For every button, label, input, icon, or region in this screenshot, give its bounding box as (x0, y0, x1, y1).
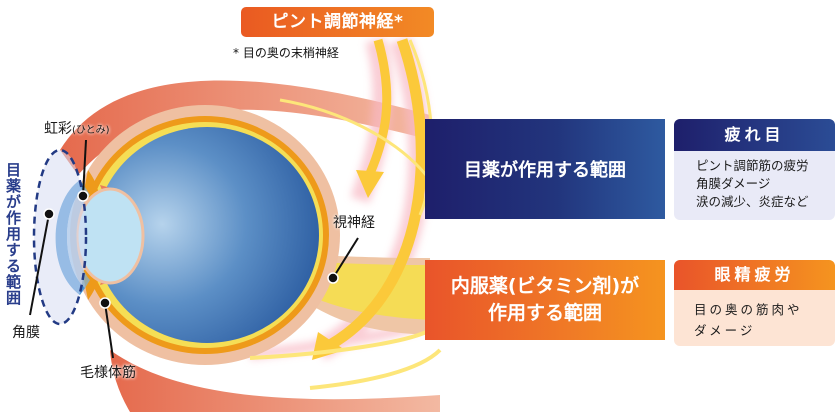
eyeball (70, 105, 340, 365)
iris-label-main: 虹彩 (44, 121, 72, 137)
eye-strain-title: 眼精疲労 (674, 260, 835, 290)
eyedrop-range-box: 目薬が作用する範囲 (425, 119, 665, 219)
footnote: * 目の奥の末梢神経 (233, 46, 339, 60)
eyedrop-range-vertical-label: 目薬が作用する範囲 (4, 162, 22, 306)
iris-label: 虹彩(ひとみ) (44, 118, 110, 138)
tired-eyes-card: 疲れ目 ピント調節筋の疲労 角膜ダメージ 涙の減少、炎症など (674, 119, 835, 220)
oral-medicine-range-box: 内服薬(ビタミン剤)が 作用する範囲 (425, 260, 665, 340)
oral-range-line1: 内服薬(ビタミン剤)が (450, 275, 640, 297)
eye-strain-item: ダメージ (694, 323, 756, 338)
eyedrop-range-label: 目薬が作用する範囲 (464, 160, 626, 181)
tired-eyes-item: 角膜ダメージ (696, 176, 771, 191)
eyedrop-range-outline (32, 148, 88, 326)
lower-eye-muscle (110, 350, 440, 412)
ciliary-muscle-label: 毛様体筋 (80, 365, 136, 381)
upper-eye-muscle (60, 80, 430, 175)
tired-eyes-item: ピント調節筋の疲労 (696, 158, 809, 173)
cornea-label: 角膜 (12, 325, 40, 341)
optic-nerve-label: 視神経 (333, 215, 375, 231)
focus-nerve-title: ピント調節神経* (241, 7, 434, 37)
oral-range-line2: 作用する範囲 (487, 302, 602, 324)
eye-strain-item: 目の奥の筋肉や (694, 302, 803, 317)
tired-eyes-item: 涙の減少、炎症など (696, 194, 809, 209)
lens (75, 187, 145, 285)
label-leaders (29, 139, 359, 359)
focus-nerve-arrows (249, 38, 442, 390)
iris-label-sub: (ひとみ) (72, 125, 110, 136)
eye-strain-card: 眼精疲労 目の奥の筋肉や ダメージ (674, 260, 835, 346)
tired-eyes-title: 疲れ目 (674, 119, 835, 151)
